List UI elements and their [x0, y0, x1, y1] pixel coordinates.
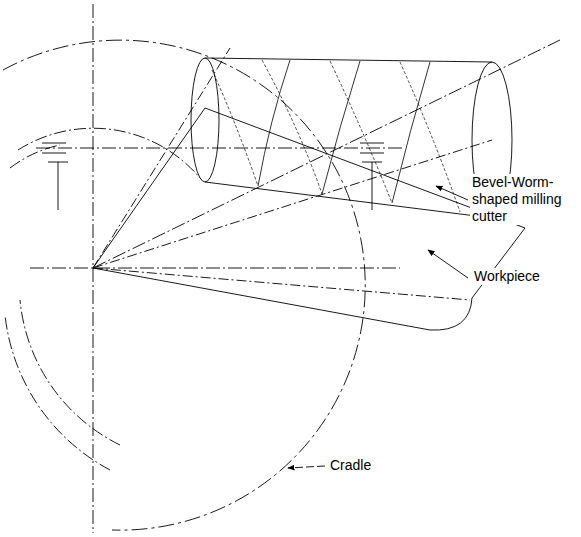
helix-line [330, 61, 392, 203]
cutter-axis [93, 40, 560, 268]
cutter-spindle-line [36, 148, 402, 149]
part-label: Cradle [328, 457, 373, 474]
bearing-mark [360, 143, 384, 144]
leader-line [428, 250, 468, 278]
helix-line [322, 61, 360, 194]
bearing-mark [360, 153, 384, 154]
part-label: Bevel-Worm-shaped milling cutter [470, 174, 578, 225]
workpiece-outline [93, 108, 205, 268]
pitch-arc [18, 128, 200, 178]
support [58, 162, 59, 210]
leader-line [436, 186, 468, 200]
cutter-outline [205, 58, 492, 62]
horizontal-axis [30, 268, 400, 269]
helix-line [258, 60, 290, 186]
cutter-outline [205, 182, 492, 218]
cone-line [93, 48, 230, 268]
pitch-arc [10, 145, 60, 168]
leader-line [288, 466, 325, 468]
cone-line [93, 268, 470, 300]
bearing-mark [42, 143, 66, 144]
cone-line [93, 140, 492, 268]
helix-line [212, 70, 258, 186]
helix-line [392, 62, 430, 203]
workpiece-outline [93, 228, 525, 330]
part-label: Workpiece [472, 268, 542, 285]
bearing-mark [42, 153, 66, 154]
base-arc [5, 315, 110, 470]
base-arc [20, 300, 120, 445]
